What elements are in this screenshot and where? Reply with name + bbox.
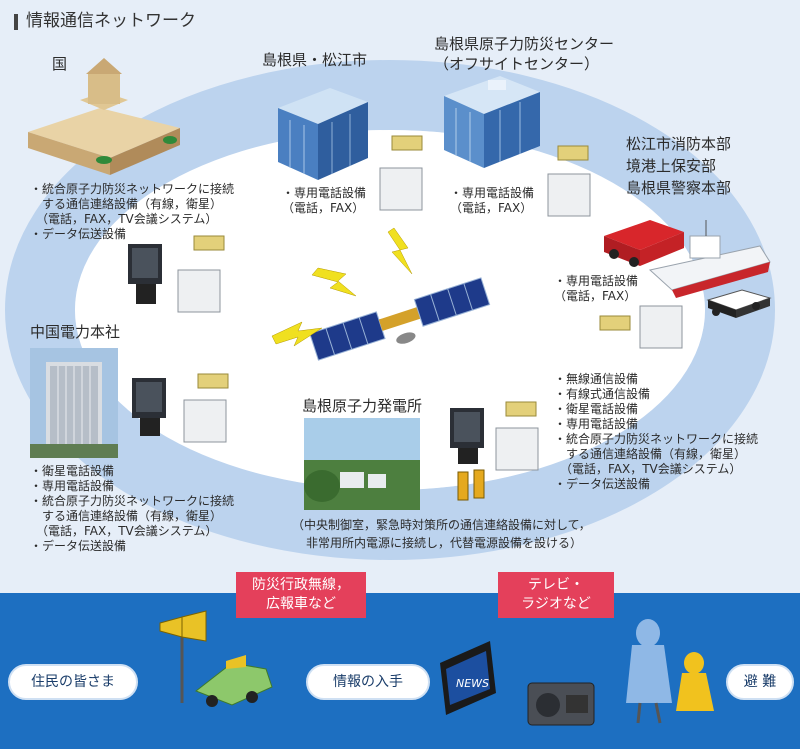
office-building-icon bbox=[444, 76, 540, 168]
page-title: 情報通信ネットワーク bbox=[14, 10, 196, 32]
node-chugoku-items: ・衛星電話設備 ・専用電話設備 ・統合原子力防災ネットワークに接続 する通信連絡… bbox=[30, 464, 234, 554]
node-shimane-items: ・専用電話設備 （電話，FAX） bbox=[282, 186, 366, 216]
node-fire-item: （電話，FAX） bbox=[554, 289, 637, 303]
node-chugoku-name: 中国電力本社 bbox=[30, 323, 121, 341]
tv-icon: NEWS bbox=[440, 641, 496, 715]
node-plant-items: ・無線通信設備 ・有線式通信設備 ・衛星電話設備 ・専用電話設備 ・統合原子力防… bbox=[554, 372, 758, 492]
node-shimane-item: （電話，FAX） bbox=[282, 201, 365, 215]
ring-inner bbox=[75, 130, 705, 490]
police-car-icon bbox=[706, 289, 772, 318]
node-plant-item: ・有線式通信設備 bbox=[554, 387, 651, 401]
phone-fax-icon bbox=[183, 373, 229, 443]
title-bar-mark bbox=[14, 13, 18, 30]
evac-pill: 避 難 bbox=[726, 664, 794, 700]
node-plant-item: （電話，FAX，TV会議システム） bbox=[554, 462, 742, 476]
tag-disaster-radio-line2: 広報車など bbox=[266, 596, 336, 612]
phone-fax-icon bbox=[177, 235, 225, 313]
node-chugoku-item: する通信連絡設備（有線，衛星） bbox=[30, 509, 223, 523]
node-chugoku-item: ・統合原子力防災ネットワークに接続 bbox=[30, 494, 235, 508]
tag-tv-radio-line2: ラジオなど bbox=[521, 596, 591, 612]
monitor-icon bbox=[450, 408, 484, 464]
tag-tv-radio-line1: テレビ・ bbox=[528, 577, 584, 593]
node-plant-item: ・無線通信設備 bbox=[554, 372, 639, 386]
lightning-icon bbox=[271, 321, 323, 347]
plant-note-1: （中央制御室，緊急時対策所の通信連絡設備に対して， bbox=[292, 518, 591, 532]
government-building-icon bbox=[28, 58, 180, 175]
bottom-icons-svg: NEWS bbox=[159, 610, 714, 726]
phone-fax-icon bbox=[599, 305, 683, 349]
node-plant-item: ・衛星電話設備 bbox=[554, 402, 639, 416]
phone-fax-icon bbox=[495, 401, 539, 471]
node-plant-item: ・統合原子力防災ネットワークに接続 bbox=[554, 432, 759, 446]
node-chugoku-item: ・専用電話設備 bbox=[30, 479, 115, 493]
fire-truck-icon bbox=[604, 220, 684, 267]
lightning-icon bbox=[311, 267, 357, 297]
tag-disaster-radio-line1: 防災行政無線， bbox=[252, 577, 350, 593]
people-icon bbox=[626, 619, 714, 724]
speaker-icon bbox=[159, 610, 207, 703]
node-fire-name-1: 松江市消防本部 bbox=[626, 135, 732, 153]
office-building-icon bbox=[278, 88, 368, 180]
background-svg bbox=[0, 0, 800, 600]
node-offsite-item: （電話，FAX） bbox=[450, 201, 533, 215]
tag-tv-radio: テレビ・ ラジオなど bbox=[498, 572, 614, 618]
lightning-icon bbox=[387, 227, 413, 275]
node-plant-item: する通信連絡設備（有線，衛星） bbox=[554, 447, 747, 461]
phone-fax-icon bbox=[379, 135, 423, 211]
node-fire-items: ・専用電話設備 （電話，FAX） bbox=[554, 274, 638, 304]
node-kuni-item: （電話，FAX，TV会議システム） bbox=[30, 212, 218, 226]
radio-icon bbox=[527, 682, 595, 726]
node-offsite-items: ・専用電話設備 （電話，FAX） bbox=[450, 186, 534, 216]
plant-note-2: 非常用所内電源に接続し，代替電源設備を設ける） bbox=[306, 536, 583, 550]
node-offsite-name-1: 島根県原子力防災センター bbox=[434, 35, 615, 53]
node-offsite-name-2: （オフサイトセンター） bbox=[434, 55, 600, 73]
power-plant-photo bbox=[304, 418, 420, 510]
ship-icon bbox=[648, 220, 771, 298]
satellite-icon bbox=[309, 277, 491, 361]
residents-pill: 住民の皆さま bbox=[8, 664, 138, 700]
node-fire-name-3: 島根県警察本部 bbox=[626, 179, 732, 197]
node-kuni-item: する通信連絡設備（有線，衛星） bbox=[30, 197, 223, 211]
node-plant-name: 島根原子力発電所 bbox=[302, 397, 423, 415]
node-kuni-item: ・統合原子力防災ネットワークに接続 bbox=[30, 182, 235, 196]
page-title-text: 情報通信ネットワーク bbox=[26, 11, 196, 31]
node-kuni-item: ・データ伝送設備 bbox=[30, 227, 127, 241]
node-offsite-item: ・専用電話設備 bbox=[450, 186, 535, 200]
node-fire-item: ・専用電話設備 bbox=[554, 274, 639, 288]
monitor-icon bbox=[128, 244, 162, 304]
node-kuni-name: 国 bbox=[52, 55, 68, 73]
tag-disaster-radio: 防災行政無線， 広報車など bbox=[236, 572, 366, 618]
info-pill: 情報の入手 bbox=[306, 664, 430, 700]
node-fire-name-2: 境港上保安部 bbox=[626, 157, 717, 175]
pr-car-icon bbox=[194, 655, 273, 707]
radio-transceiver-icon bbox=[457, 469, 485, 501]
node-chugoku-item: （電話，FAX，TV会議システム） bbox=[30, 524, 218, 538]
chugoku-hq-photo bbox=[30, 348, 118, 458]
monitor-icon bbox=[132, 378, 166, 436]
node-kuni-items: ・統合原子力防災ネットワークに接続 する通信連絡設備（有線，衛星） （電話，FA… bbox=[30, 182, 234, 242]
node-chugoku-item: ・データ伝送設備 bbox=[30, 539, 127, 553]
node-plant-item: ・専用電話設備 bbox=[554, 417, 639, 431]
node-shimane-item: ・専用電話設備 bbox=[282, 186, 367, 200]
node-chugoku-item: ・衛星電話設備 bbox=[30, 464, 115, 478]
node-shimane-name: 島根県・松江市 bbox=[262, 51, 368, 69]
phone-fax-icon bbox=[547, 145, 591, 217]
node-plant-item: ・データ伝送設備 bbox=[554, 477, 651, 491]
news-label: NEWS bbox=[456, 677, 489, 690]
